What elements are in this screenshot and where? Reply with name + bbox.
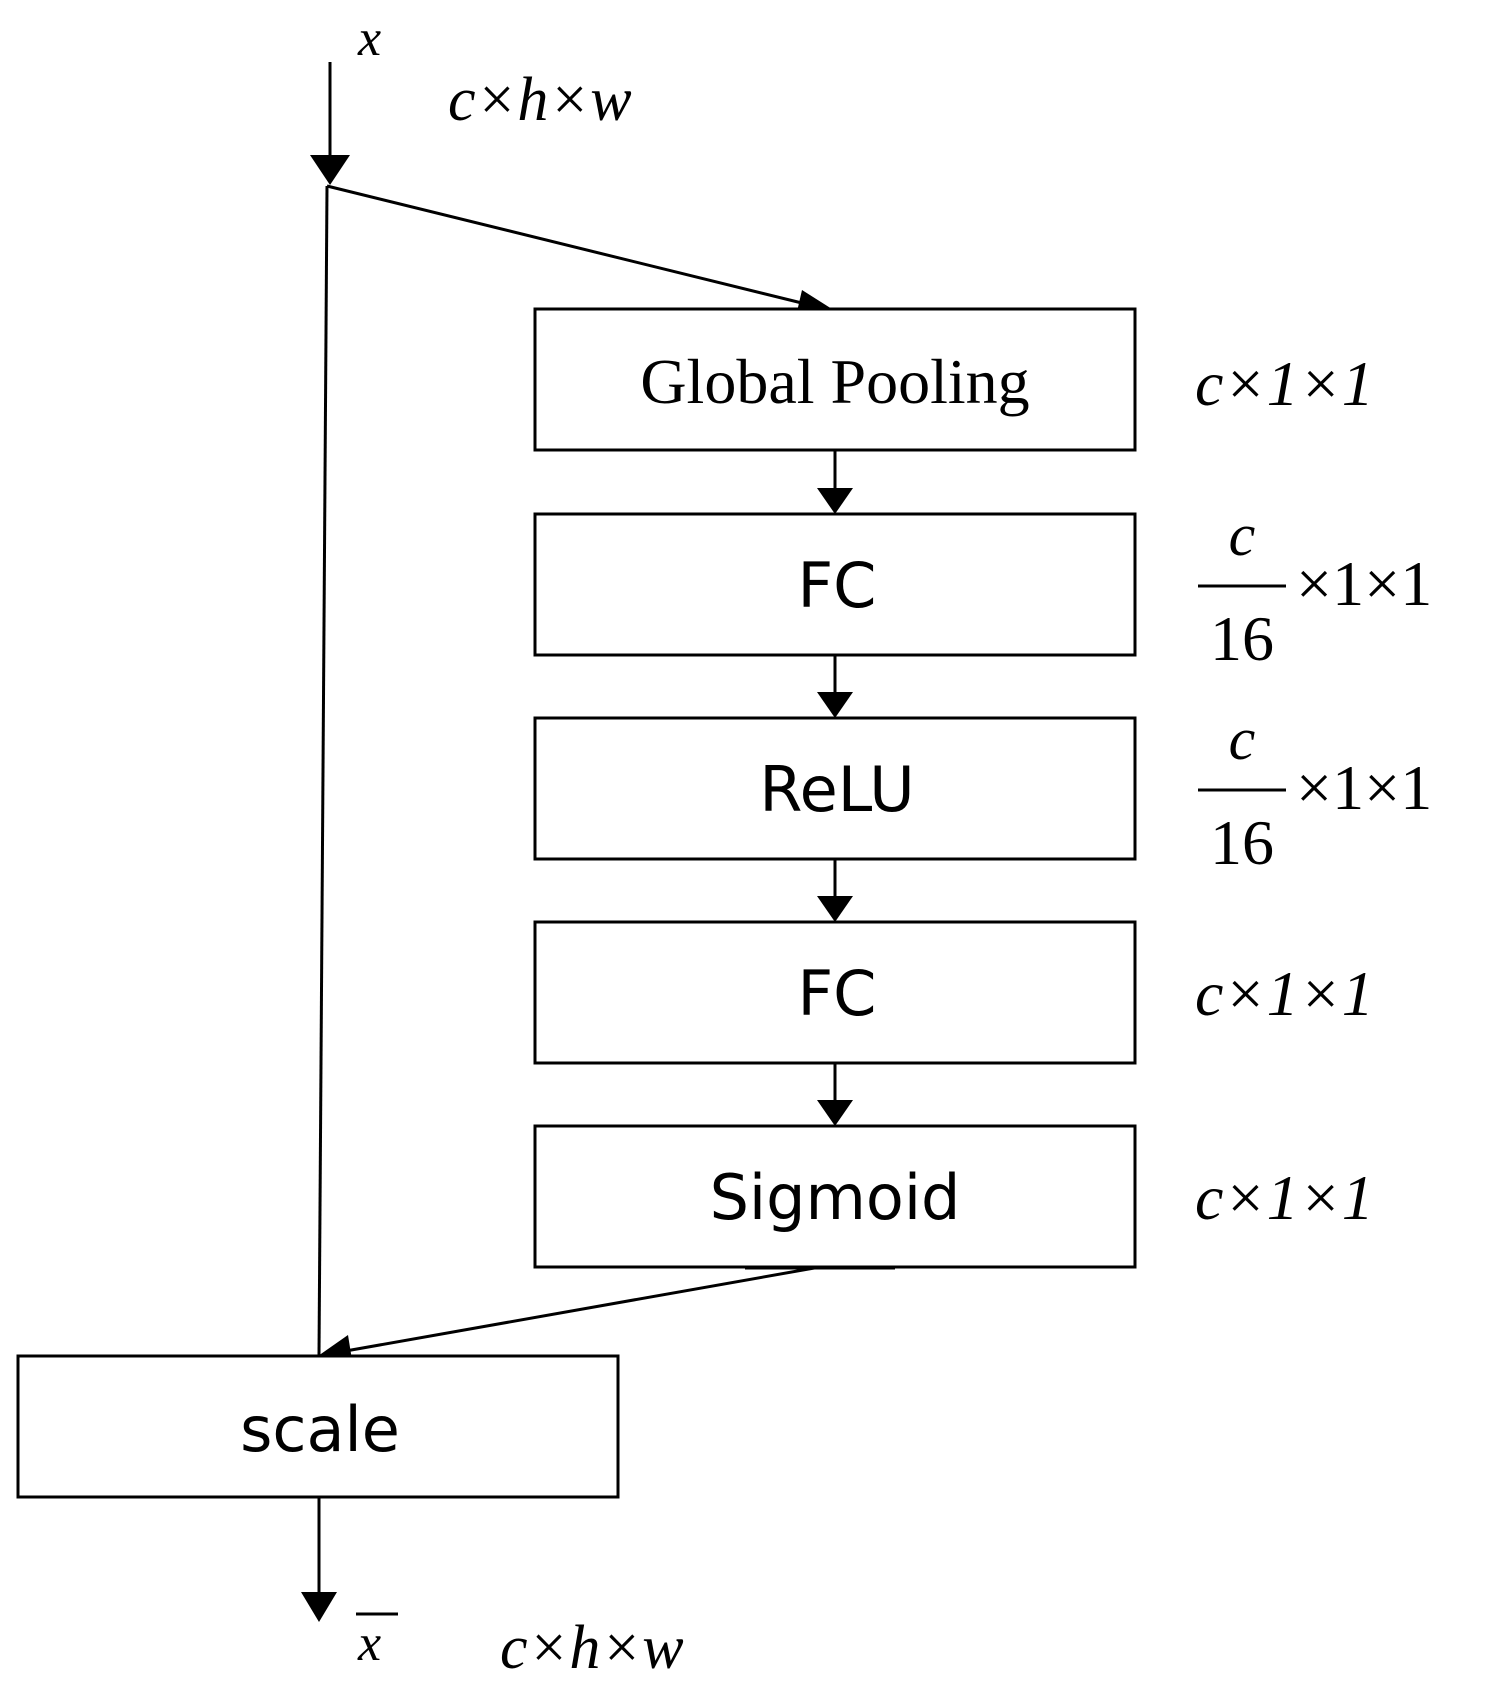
dim-numerator: c xyxy=(1229,502,1256,568)
dim-denominator: 16 xyxy=(1210,603,1274,674)
dim-label-fc-1: c 16 ×1×1 xyxy=(1198,502,1432,674)
block-label: Sigmoid xyxy=(710,1161,961,1234)
block-global-pooling: Global Pooling xyxy=(533,307,1137,452)
dim-rest: ×1×1 xyxy=(1296,548,1432,619)
dim-label-sigmoid: c×1×1 xyxy=(1195,1162,1374,1233)
chain-arrows xyxy=(817,450,853,1126)
output-shape: c×h×w xyxy=(500,1614,684,1682)
block-label: ReLU xyxy=(759,753,914,826)
input-symbol: x xyxy=(357,10,381,67)
branch-arrow xyxy=(326,184,811,307)
block-fc-2: FC xyxy=(533,920,1137,1065)
block-label: scale xyxy=(240,1393,400,1466)
dim-rest: ×1×1 xyxy=(1296,752,1432,823)
skip-connection-line xyxy=(317,185,329,1356)
input-arrowhead xyxy=(310,155,350,185)
gate-arrowhead xyxy=(318,1335,352,1360)
block-fc-1: FC xyxy=(533,512,1137,657)
block-label: Global Pooling xyxy=(640,346,1029,417)
block-label: FC xyxy=(798,549,877,622)
dim-label-relu: c 16 ×1×1 xyxy=(1198,706,1432,878)
output-symbol: x xyxy=(357,1615,381,1672)
block-label: FC xyxy=(798,957,877,1030)
dim-label-fc-2: c×1×1 xyxy=(1195,958,1374,1029)
dim-denominator: 16 xyxy=(1210,807,1274,878)
block-scale: scale xyxy=(16,1354,620,1499)
dim-numerator: c xyxy=(1229,706,1256,772)
input-shape: c×h×w xyxy=(448,66,632,134)
block-relu: ReLU xyxy=(533,716,1137,861)
dim-label-global-pooling: c×1×1 xyxy=(1195,348,1374,419)
gate-arrow xyxy=(339,1265,821,1354)
output-arrowhead xyxy=(301,1592,337,1622)
block-sigmoid: Sigmoid xyxy=(533,1124,1137,1269)
